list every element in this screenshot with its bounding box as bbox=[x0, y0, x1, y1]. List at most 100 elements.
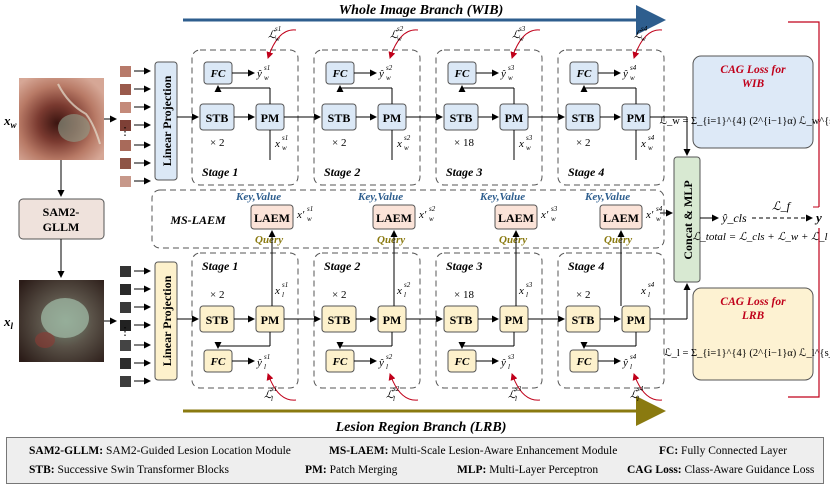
wib-pm-label: PM bbox=[505, 111, 524, 125]
wib-stb-label: STB bbox=[206, 111, 229, 125]
wib-feature-label: x bbox=[640, 138, 646, 150]
lrb-stb-repeat: × 2 bbox=[210, 289, 224, 301]
lrb-stage-prediction: ŷ bbox=[256, 357, 262, 369]
svg-text:l: l bbox=[393, 395, 395, 403]
patch-tokens-whole: ⋮ bbox=[120, 66, 151, 187]
patch-token bbox=[120, 84, 131, 95]
lrb-stb-label: STB bbox=[572, 313, 595, 327]
wib-stage-label: Stage 3 bbox=[446, 165, 482, 179]
svg-text:s4: s4 bbox=[656, 205, 663, 213]
lrb-fc-label: FC bbox=[332, 356, 348, 368]
lrb-stb-label: STB bbox=[206, 313, 229, 327]
lrb-stage-3 bbox=[435, 252, 543, 389]
wib-loss-arrow bbox=[510, 29, 541, 59]
lrb-feature-label: x bbox=[518, 285, 524, 297]
legend-pm: PM: Patch Merging bbox=[305, 464, 398, 476]
svg-text:l: l bbox=[630, 363, 632, 371]
patch-token bbox=[120, 66, 131, 77]
lrb-pm-label: PM bbox=[261, 313, 280, 327]
svg-text:s1: s1 bbox=[282, 281, 288, 289]
wib-feature-label: x bbox=[274, 138, 280, 150]
svg-text:s1: s1 bbox=[275, 25, 281, 33]
svg-text:w: w bbox=[519, 35, 524, 43]
cag-loss-lrb-title-2: LRB bbox=[741, 310, 765, 322]
laem-label: LAEM bbox=[498, 211, 534, 225]
linear-projection-lesion-label: Linear Projection bbox=[160, 275, 174, 366]
wib-stage-prediction: ŷ bbox=[378, 68, 384, 80]
patch-token bbox=[120, 340, 131, 351]
lrb-fc-label: FC bbox=[210, 356, 226, 368]
lrb-stage-loss: ℒ bbox=[264, 389, 273, 401]
svg-text:l: l bbox=[515, 395, 517, 403]
lrb-title: Lesion Region Branch (LRB) bbox=[335, 420, 507, 435]
patch-tokens-lesion: ⋮ bbox=[120, 266, 151, 387]
y-label: y bbox=[814, 210, 822, 225]
wib-stage-prediction: ŷ bbox=[622, 68, 628, 80]
wib-stb-label: STB bbox=[450, 111, 473, 125]
patch-token bbox=[120, 266, 131, 277]
lrb-fc-label: FC bbox=[576, 356, 592, 368]
wib-pm-label: PM bbox=[383, 111, 402, 125]
key-value-label: Key,Value bbox=[584, 191, 630, 203]
wib-prediction-sub: w bbox=[508, 74, 513, 82]
wib-stage-prediction: ŷ bbox=[500, 68, 506, 80]
linear-projection-whole-label: Linear Projection bbox=[160, 75, 174, 166]
lrb-stb-label: STB bbox=[450, 313, 473, 327]
lrb-loss-arrow bbox=[510, 373, 541, 401]
svg-text:s2: s2 bbox=[397, 25, 404, 33]
laem-block-1 bbox=[250, 204, 294, 230]
diagram-canvas: Whole Image Branch (WIB) Lesion Region B… bbox=[3, 3, 830, 435]
lrb-stage-prediction: ŷ bbox=[500, 357, 506, 369]
wib-loss-feedback bbox=[788, 21, 820, 207]
lrb-stage-loss: ℒ bbox=[508, 389, 517, 401]
svg-text:s3: s3 bbox=[508, 353, 515, 361]
legend-stb: STB: Successive Swin Transformer Blocks bbox=[29, 464, 229, 476]
cag-loss-wib-box bbox=[692, 55, 814, 149]
lrb-feature-label: x bbox=[396, 285, 402, 297]
xw-label: xw bbox=[3, 113, 18, 130]
laem-block-2 bbox=[372, 204, 416, 230]
svg-text:l: l bbox=[404, 291, 406, 299]
lrb-stage-prediction: ŷ bbox=[622, 357, 628, 369]
wib-stage-loss: ℒ bbox=[268, 29, 277, 41]
svg-text:w: w bbox=[648, 144, 653, 152]
svg-text:s1: s1 bbox=[264, 353, 270, 361]
wib-fc-label: FC bbox=[454, 68, 470, 80]
wib-stage-loss: ℒ bbox=[634, 29, 643, 41]
svg-text:s2: s2 bbox=[404, 281, 411, 289]
wib-fc-label: FC bbox=[576, 68, 592, 80]
query-label: Query bbox=[255, 234, 283, 246]
patch-token bbox=[120, 320, 131, 331]
lrb-stage-loss: ℒ bbox=[630, 389, 639, 401]
wib-pm-label: PM bbox=[261, 111, 280, 125]
svg-text:s4: s4 bbox=[648, 281, 655, 289]
wib-stb-repeat: × 2 bbox=[210, 137, 224, 149]
svg-text:s4: s4 bbox=[630, 353, 637, 361]
lrb-stb-label: STB bbox=[328, 313, 351, 327]
wib-loss-arrow bbox=[266, 29, 297, 59]
patch-token bbox=[120, 376, 131, 387]
query-label: Query bbox=[499, 234, 527, 246]
wib-fc-label: FC bbox=[210, 68, 226, 80]
lrb-stage-prediction: ŷ bbox=[378, 357, 384, 369]
lrb-pm-label: PM bbox=[383, 313, 402, 327]
svg-text:s3: s3 bbox=[526, 134, 533, 142]
y-cls-label: ŷ_cls bbox=[721, 211, 747, 225]
svg-text:s3: s3 bbox=[515, 385, 522, 393]
svg-text:s4: s4 bbox=[648, 134, 655, 142]
wib-prediction-sub: w bbox=[386, 74, 391, 82]
svg-text:l: l bbox=[526, 291, 528, 299]
svg-text:l: l bbox=[637, 395, 639, 403]
wib-prediction-sub: w bbox=[630, 74, 635, 82]
wib-stb-label: STB bbox=[328, 111, 351, 125]
cag-loss-lrb-title-1: CAG Loss for bbox=[720, 296, 786, 308]
wib-prediction-sup: s3 bbox=[508, 64, 515, 72]
lrb-pm-label: PM bbox=[627, 313, 646, 327]
cag-loss-lrb-box bbox=[692, 287, 814, 381]
lrb-stage-label: Stage 1 bbox=[202, 259, 238, 273]
svg-text:s4: s4 bbox=[641, 25, 648, 33]
laem-block-4 bbox=[599, 204, 643, 230]
svg-text:s3: s3 bbox=[551, 205, 558, 213]
laem-output-label: x′ bbox=[540, 209, 549, 221]
laem-label: LAEM bbox=[603, 211, 639, 225]
